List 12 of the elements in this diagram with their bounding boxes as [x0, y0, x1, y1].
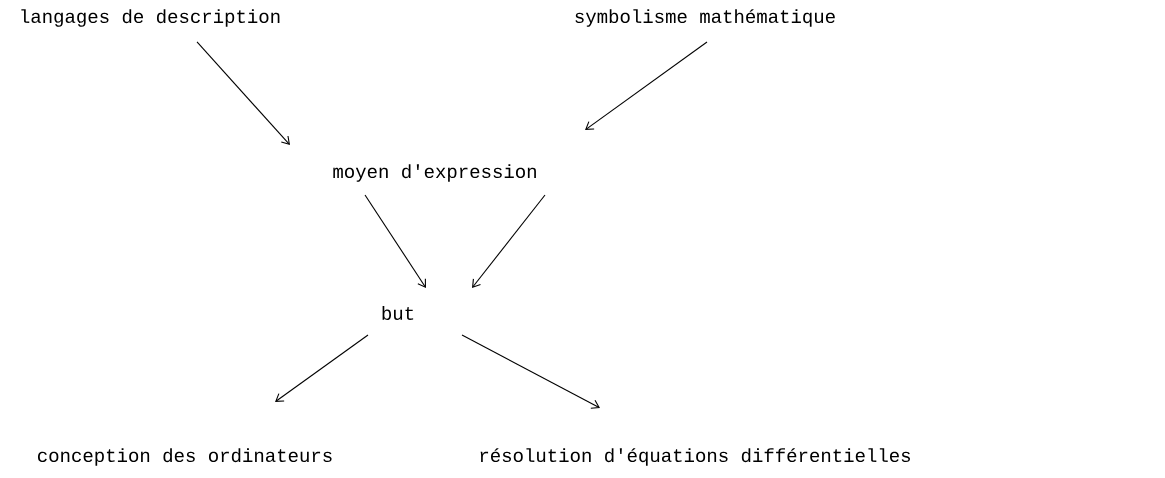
node-label: symbolisme mathématique: [575, 9, 835, 27]
node-label: langages de description: [21, 9, 280, 27]
node-label: moyen d'expression: [333, 164, 536, 182]
arrow: [275, 334, 369, 402]
arrow: [472, 194, 546, 288]
node-label: but: [382, 306, 414, 320]
node-label: conception des ordinateurs: [38, 448, 332, 466]
arrow: [585, 41, 708, 130]
arrow: [461, 334, 600, 409]
arrow: [196, 41, 290, 145]
node-label: résolution d'équations différentielles: [480, 448, 910, 466]
arrow: [364, 194, 426, 288]
